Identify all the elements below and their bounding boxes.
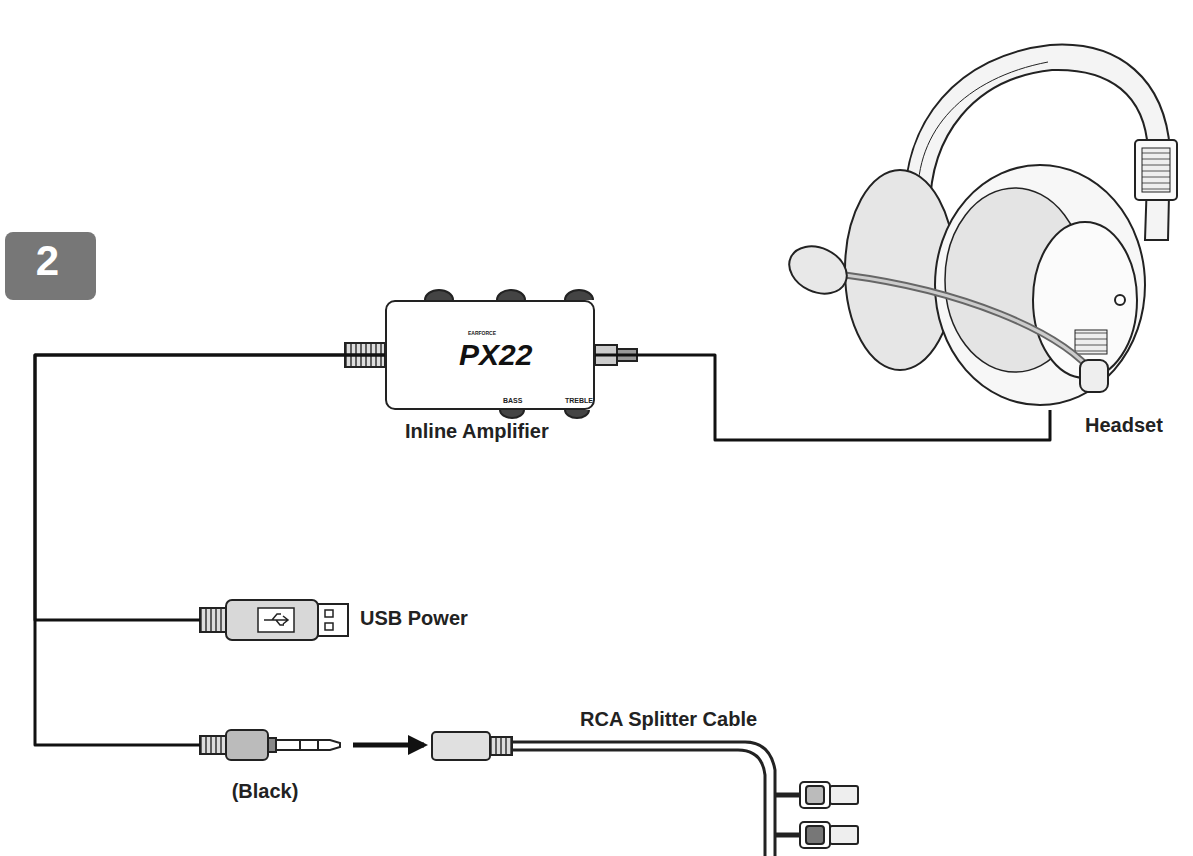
usb-plug: USB Power <box>200 595 520 645</box>
inline-amplifier: PX22Inline Amplifier <box>385 300 595 410</box>
inline-amplifier-label: PX22 <box>459 338 532 371</box>
step-number-label: 2 <box>5 238 90 284</box>
audio-plug: (Black) <box>200 725 345 810</box>
audio-plug <box>200 730 340 760</box>
inline-amplifier-caption: Inline Amplifier <box>405 420 549 442</box>
step-number: 2 <box>5 232 96 300</box>
headset-label: Headset <box>1085 414 1163 436</box>
cable <box>35 355 385 745</box>
headset: Headset <box>780 30 1110 410</box>
headset-drawing <box>782 45 1177 405</box>
cable <box>595 355 1050 440</box>
amplifier-parts <box>345 290 637 418</box>
usb-plug <box>200 600 348 640</box>
audio-plug-label: (Black) <box>200 780 330 802</box>
connect-arrow <box>353 743 424 748</box>
rca-splitter: RCA Splitter Cable <box>430 712 870 852</box>
cable <box>35 355 385 620</box>
rca-splitter-label: RCA Splitter Cable <box>580 708 757 730</box>
rca-splitter <box>432 732 858 856</box>
usb-plug-label: USB Power <box>360 607 468 629</box>
